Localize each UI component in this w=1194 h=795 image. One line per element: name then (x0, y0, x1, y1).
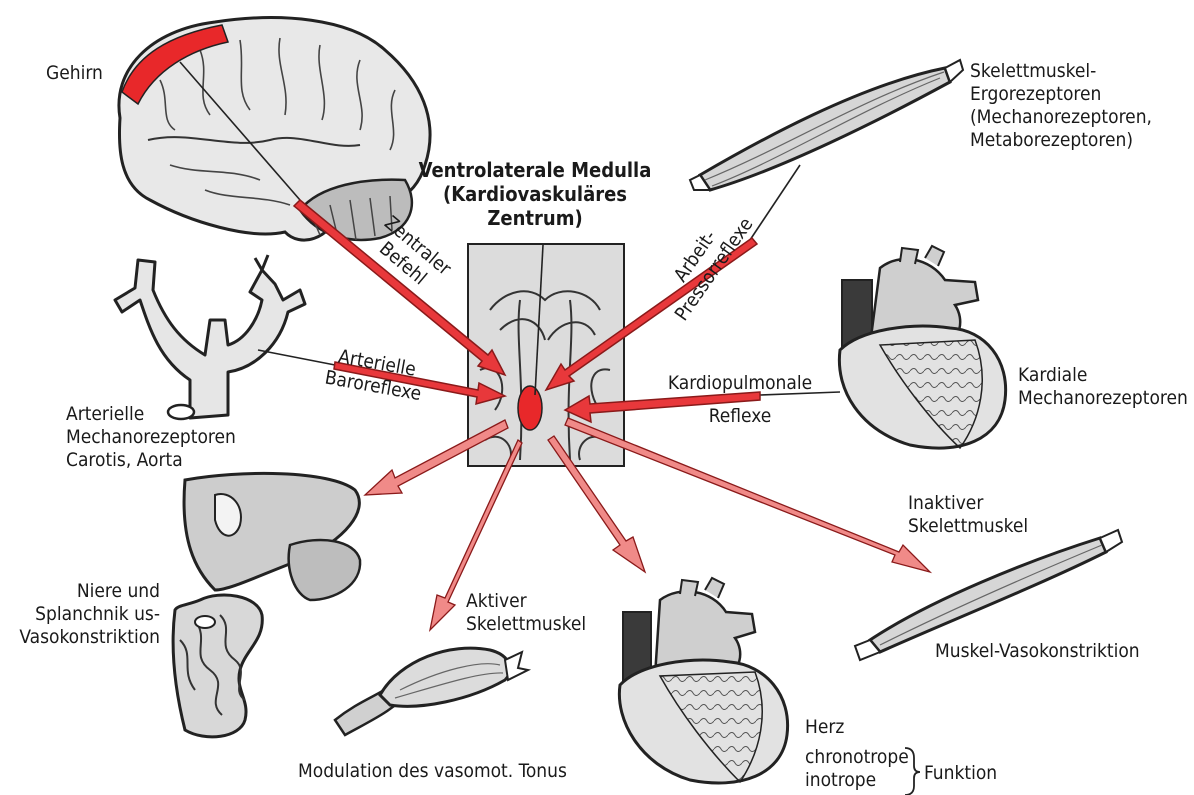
label-muscle-vasoconstriction: Muskel-Vasokonstriktion (935, 640, 1140, 663)
efferent-arrows (365, 418, 930, 630)
label-inactive-muscle-1: Inaktiver (908, 492, 1028, 515)
liver-intestine-illustration (173, 473, 360, 736)
label-modulation: Modulation des vasomot. Tonus (298, 760, 567, 783)
label-brain: Gehirn (46, 62, 103, 85)
label-kidney-2: Splanchnik us- (8, 603, 160, 626)
label-active-muscle: Aktiver Skelettmuskel (466, 590, 586, 636)
label-herz: Herz (805, 716, 844, 739)
skeletal-muscle-top-illustration (690, 60, 963, 190)
label-kidney: Niere und Splanchnik us- Vasokonstriktio… (8, 580, 160, 649)
label-inactive-muscle-2: Skelettmuskel (908, 515, 1028, 538)
center-title-line-1: Ventrolaterale Medulla (415, 158, 655, 182)
label-arterial-receptors-3: Carotis, Aorta (66, 449, 236, 472)
label-cardiopulmonary-1: Kardiopulmonale (650, 372, 830, 395)
label-cardiopulmonary: Kardiopulmonale Reflexe (650, 372, 830, 428)
label-heart-function-1: chronotrope (805, 746, 909, 769)
label-active-muscle-2: Skelettmuskel (466, 613, 586, 636)
label-skeletal-receptors-1: Skelettmuskel- (970, 60, 1152, 83)
center-title: Ventrolaterale Medulla (Kardiovaskuläres… (415, 158, 655, 230)
center-title-line-2: (Kardiovaskuläres (415, 182, 655, 206)
muscle-pointer-line (750, 165, 800, 240)
label-kidney-1: Niere und (8, 580, 160, 603)
label-arterial-receptors-2: Mechanorezeptoren (66, 426, 236, 449)
label-cardiac-receptors-2: Mechanorezeptoren (1018, 387, 1188, 410)
label-kidney-3: Vasokonstriktion (8, 626, 160, 649)
active-muscle-illustration (335, 648, 528, 735)
label-skeletal-receptors: Skelettmuskel- Ergorezeptoren (Mechanore… (970, 60, 1152, 152)
label-inactive-muscle: Inaktiver Skelettmuskel (908, 492, 1028, 538)
label-heart-function-2: inotrope (805, 769, 909, 792)
aortic-arch-illustration (115, 255, 305, 419)
label-cardiopulmonary-2: Reflexe (650, 405, 830, 428)
label-heart-function: chronotrope inotrope (805, 746, 909, 792)
heart-top-illustration (839, 246, 1005, 448)
label-skeletal-receptors-3: (Mechanorezeptoren, (970, 106, 1152, 129)
label-cardiac-receptors: Kardiale Mechanorezeptoren (1018, 364, 1188, 410)
heart-bottom-illustration (619, 578, 787, 783)
label-skeletal-receptors-2: Ergorezeptoren (970, 83, 1152, 106)
label-skeletal-receptors-4: Metaborezeptoren) (970, 129, 1152, 152)
label-active-muscle-1: Aktiver (466, 590, 586, 613)
label-arterial-receptors: Arterielle Mechanorezeptoren Carotis, Ao… (66, 403, 236, 472)
label-cardiac-receptors-1: Kardiale (1018, 364, 1188, 387)
center-title-line-3: Zentrum) (415, 206, 655, 230)
label-funktion: Funktion (924, 762, 997, 785)
label-arterial-receptors-1: Arterielle (66, 403, 236, 426)
